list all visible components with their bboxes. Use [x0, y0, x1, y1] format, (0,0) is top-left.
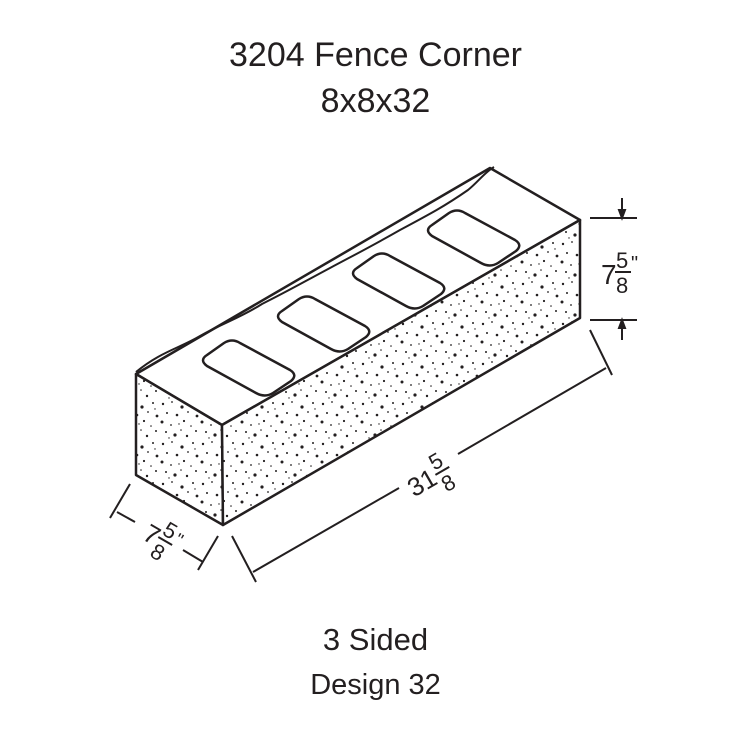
product-size: 8x8x32 [320, 82, 431, 120]
svg-text:8: 8 [616, 273, 628, 298]
width-dimension [109, 483, 219, 571]
width-label: 7 5 8 " [138, 517, 187, 566]
block-cores [201, 209, 521, 397]
svg-text:8: 8 [437, 469, 460, 497]
svg-text:7: 7 [601, 259, 617, 290]
block-front-face [220, 218, 582, 527]
sides-label: 3 Sided [322, 622, 429, 657]
length-dimension [231, 329, 613, 583]
length-label: 31 5 8 [402, 447, 460, 502]
block-rough-edge [135, 166, 495, 373]
height-dimension [590, 198, 637, 340]
height-label: 7 5 8 " [601, 248, 638, 298]
design-label: Design 32 [310, 669, 441, 701]
svg-text:5: 5 [616, 248, 628, 273]
product-title: 3204 Fence Corner [229, 36, 522, 74]
svg-text:": " [631, 253, 638, 275]
